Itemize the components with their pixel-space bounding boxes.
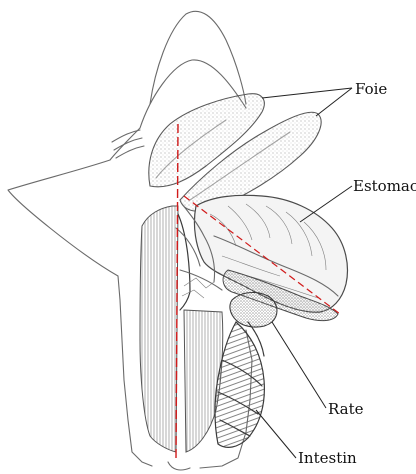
intestine-label: Intestin	[298, 449, 357, 467]
intestine-leader	[256, 410, 296, 458]
stomach-label: Estomac	[353, 177, 416, 195]
liver-leader-lower	[316, 88, 352, 116]
stomach-leader	[300, 186, 352, 222]
liver	[149, 94, 321, 212]
spleen-leader	[272, 322, 326, 408]
spleen-label: Rate	[328, 400, 364, 418]
liver-leader-upper	[262, 88, 352, 98]
liver-label: Foie	[355, 80, 387, 98]
